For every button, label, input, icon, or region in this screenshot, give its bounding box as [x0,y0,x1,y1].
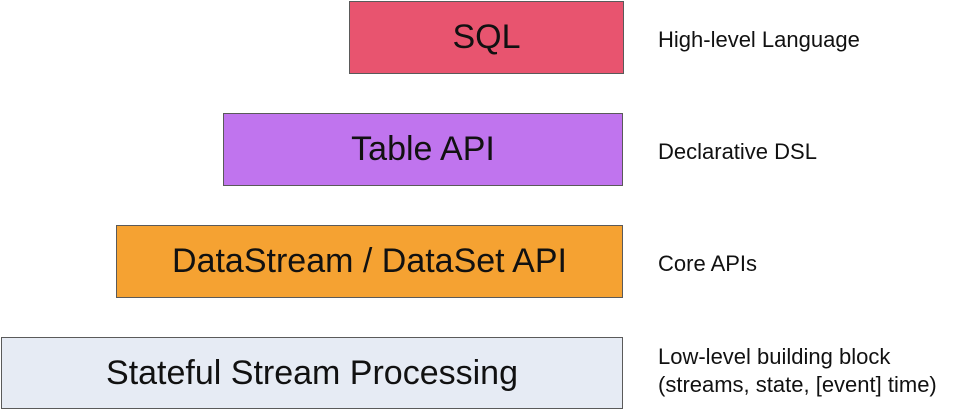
layer-datastream-box: DataStream / DataSet API [116,225,623,298]
layer-table-api-box: Table API [223,113,623,186]
layer-table-api-description: Declarative DSL [658,138,817,166]
layer-sql-description-line: High-level Language [658,27,860,52]
layer-sql-label: SQL [452,18,521,56]
layer-stateful-box: Stateful Stream Processing [1,337,623,409]
layer-datastream-description-line: Core APIs [658,251,758,276]
layer-datastream-description: Core APIs [658,250,757,278]
layer-stateful-description-line-1: Low-level building block [658,344,891,369]
layer-table-api-label: Table API [351,130,495,168]
layer-table-api-description-line: Declarative DSL [658,139,817,164]
layer-stateful-label: Stateful Stream Processing [106,353,518,392]
layer-sql-box: SQL [349,1,624,74]
layer-stateful-description: Low-level building block (streams, state… [658,343,937,399]
layer-sql-description: High-level Language [658,26,860,54]
layer-stateful-description-line-2: (streams, state, [event] time) [658,372,937,397]
layer-datastream-label: DataStream / DataSet API [172,242,567,280]
